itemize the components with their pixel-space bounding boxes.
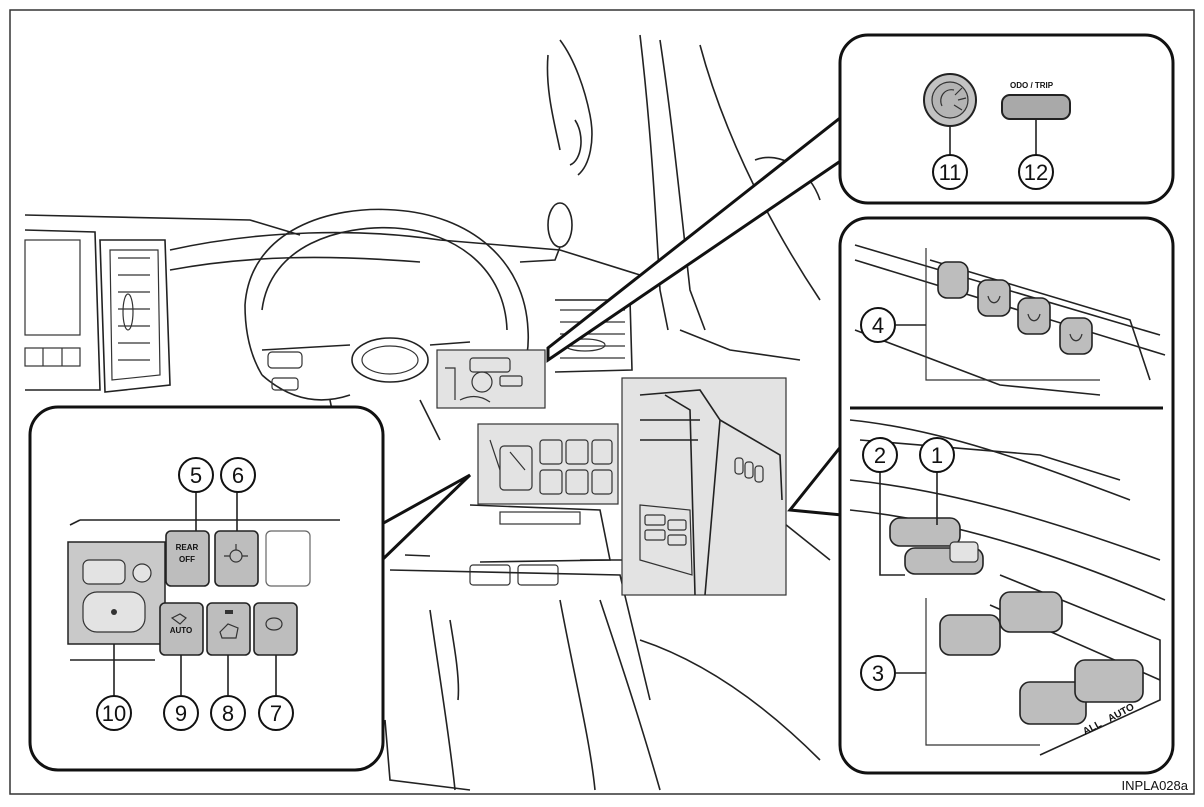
lower-dash-switch-inset [478,424,618,504]
svg-text:6: 6 [232,463,244,488]
svg-text:4: 4 [872,313,884,338]
callout-8: 8 [211,696,245,730]
callout-2: 2 [863,438,897,472]
callout-3: 3 [861,656,895,690]
callout-6: 6 [221,458,255,492]
svg-text:1: 1 [931,443,943,468]
indicator-lamp [225,610,233,614]
callout-1: 1 [920,438,954,472]
svg-text:8: 8 [222,701,234,726]
rear-off-label-top: REAR [176,543,199,552]
callout-12: 12 [1019,155,1053,189]
svg-text:5: 5 [190,463,202,488]
callout-10: 10 [97,696,131,730]
door-switches-panel: 4 ALL AUTO 1 [840,218,1173,773]
svg-text:9: 9 [175,701,187,726]
callout-7: 7 [259,696,293,730]
meter-controls-panel: ODO / TRIP 11 12 [840,35,1173,203]
instrument-panel-switches: REAR OFF AUTO 5 6 10 [30,407,383,770]
svg-text:10: 10 [102,701,126,726]
callout-5: 5 [179,458,213,492]
svg-text:12: 12 [1024,160,1048,185]
svg-text:3: 3 [872,661,884,686]
callout-4: 4 [861,308,895,342]
odo-trip-button [1002,95,1070,119]
svg-text:7: 7 [270,701,282,726]
figure-code: INPLA028a [1122,778,1189,793]
rear-off-label-bottom: OFF [179,555,195,564]
svg-text:2: 2 [874,443,886,468]
meter-switch-inset [437,350,545,408]
callout-9: 9 [164,696,198,730]
odo-trip-label: ODO / TRIP [1010,81,1054,90]
auto-label: AUTO [170,626,193,635]
door-armrest-inset [622,378,786,595]
svg-text:11: 11 [939,160,962,185]
callout-11: 11 [933,155,967,189]
